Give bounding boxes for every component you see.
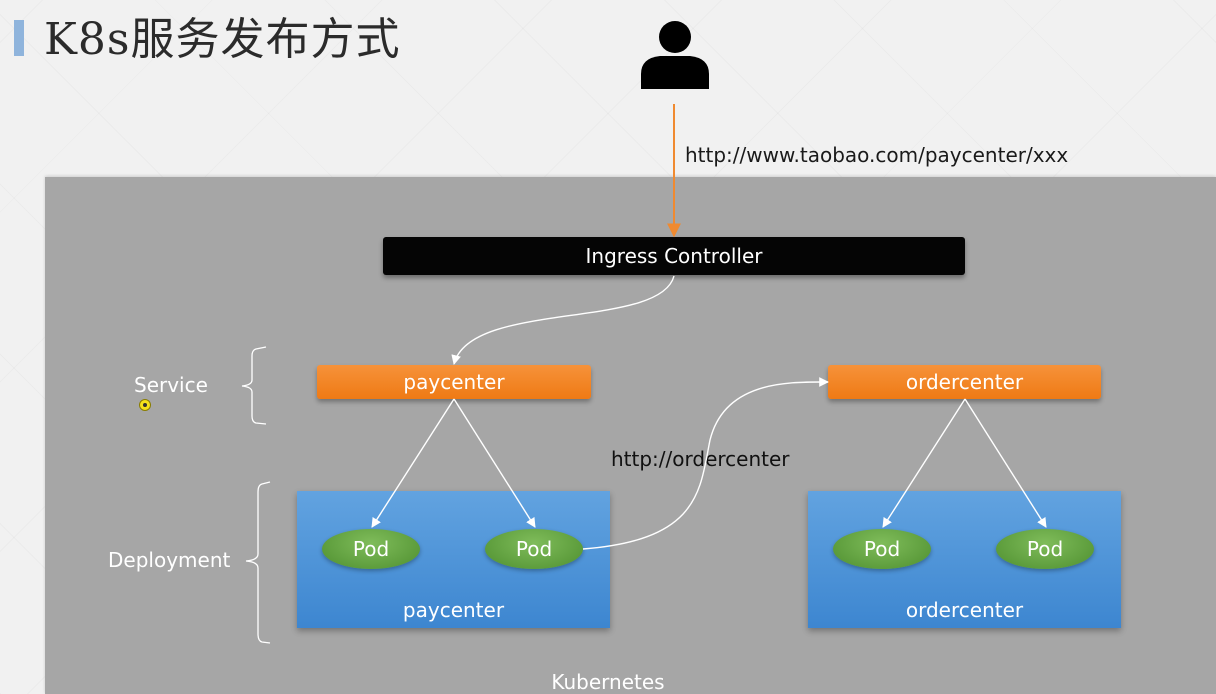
- pod-to-ordercenter-arrow: [582, 377, 829, 550]
- service-layer-brace: [241, 346, 267, 425]
- service-ordercenter: ordercenter: [828, 365, 1101, 399]
- paycenter-to-pod2-arrow: [453, 398, 536, 528]
- ingress-controller: Ingress Controller: [383, 237, 965, 275]
- ordercenter-to-pod2-arrow: [964, 398, 1047, 528]
- title-accent-bar: [14, 20, 24, 56]
- service-layer-label: Service: [134, 373, 208, 397]
- pod-paycenter-1: Pod: [322, 529, 420, 569]
- paycenter-to-pod1-arrow: [371, 398, 455, 528]
- ordercenter-to-pod1-arrow: [882, 398, 966, 528]
- deployment-layer-brace: [245, 481, 271, 644]
- slide-title: K8s服务发布方式: [44, 14, 401, 65]
- deployment-paycenter-label: paycenter: [402, 598, 505, 622]
- pod-ordercenter-2: Pod: [996, 529, 1094, 569]
- ingress-to-paycenter-arrow: [451, 275, 675, 365]
- pod-ordercenter-1: Pod: [833, 529, 931, 569]
- cursor-pointer-icon: [139, 399, 151, 411]
- service-paycenter: paycenter: [317, 365, 591, 399]
- deployment-layer-label: Deployment: [108, 548, 231, 572]
- kubernetes-label: Kubernetes: [551, 670, 665, 694]
- pod-paycenter-2: Pod: [485, 529, 583, 569]
- internal-call-url-label: http://ordercenter: [611, 447, 790, 471]
- deployment-ordercenter-label: ordercenter: [905, 598, 1024, 622]
- user-icon: [641, 21, 709, 89]
- request-url-label: http://www.taobao.com/paycenter/xxx: [685, 143, 1069, 167]
